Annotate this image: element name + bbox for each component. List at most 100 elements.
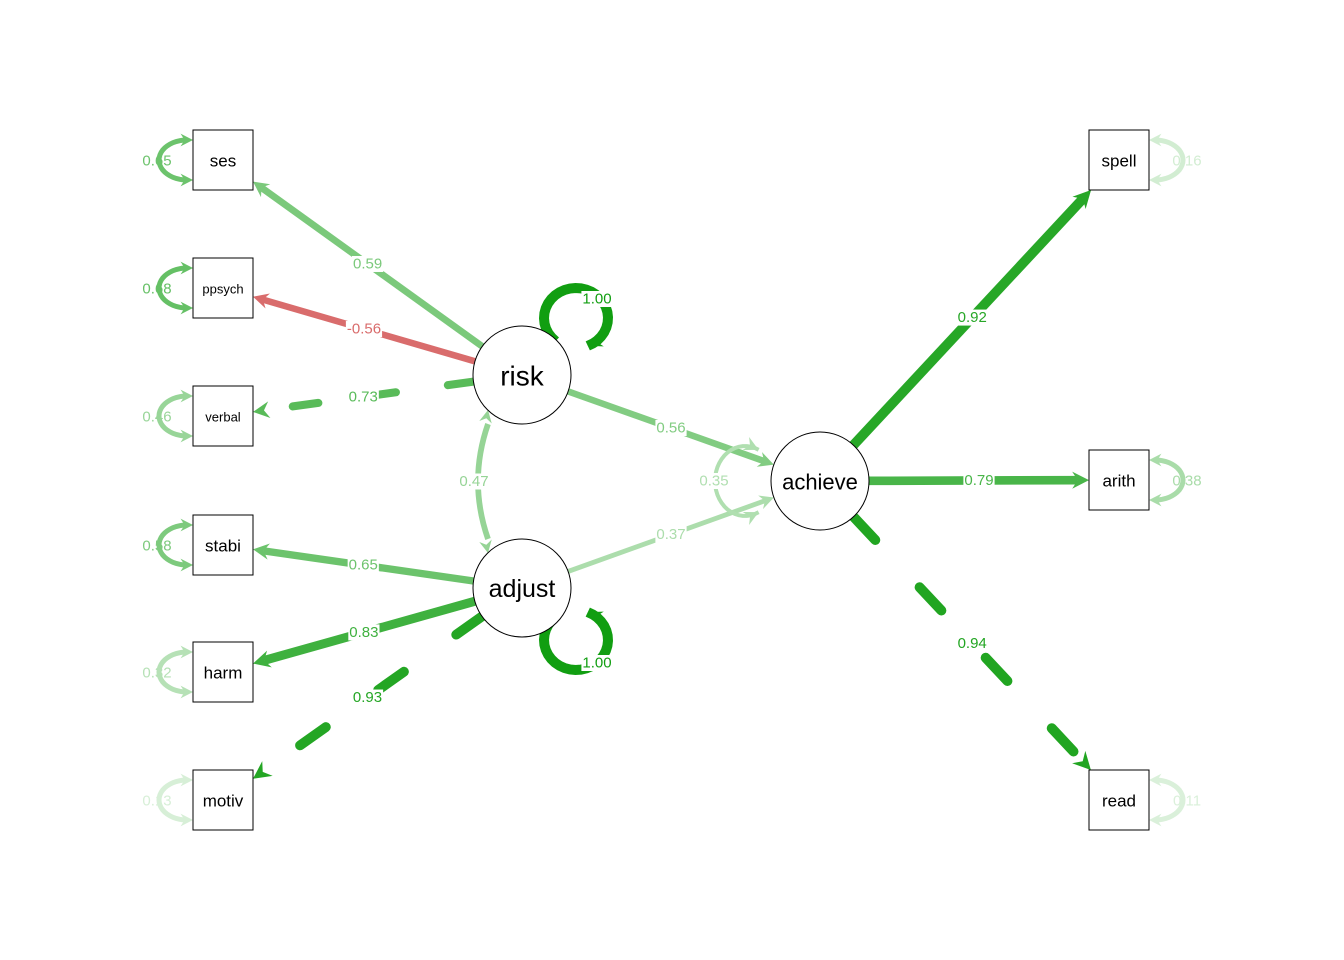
residual-label-spell: 0.16 <box>1172 153 1201 170</box>
loading-label-achieve-read: 0.94 <box>958 635 987 652</box>
loading-label-risk-ses-bg <box>352 255 384 272</box>
regression-arrowhead-adjust-achieve <box>758 495 774 510</box>
residual-loop-read <box>1154 777 1186 823</box>
loading-label-achieve-arith-bg <box>963 472 995 489</box>
residual-arrowhead-ses-top <box>180 133 193 147</box>
latent-node-risk <box>472 325 572 425</box>
observed-node-label-ses: ses <box>210 152 236 171</box>
residual-arrowhead-ses-bottom <box>180 173 193 187</box>
residual-arrowhead-ppsych-top <box>180 261 193 275</box>
residual-loop-ppsych <box>156 265 188 311</box>
regression-label-adjust-achieve-bg <box>655 526 687 543</box>
observed-node-ppsych <box>192 257 254 319</box>
residual-loop-ses <box>156 137 188 183</box>
observed-node-stabi <box>192 514 254 576</box>
residual-arrowhead-arith-bottom <box>1149 493 1162 507</box>
residual-arrowhead-motiv-bottom <box>180 813 193 827</box>
residual-loop-arith <box>1154 457 1186 503</box>
variance-label-adjust-bg <box>581 655 613 671</box>
residual-label-harm: 0.32 <box>142 665 171 682</box>
observed-node-verbal <box>192 385 254 447</box>
regression-label-risk-achieve-bg <box>655 420 687 436</box>
variance-loop-risk <box>538 282 614 351</box>
observed-node-label-verbal: verbal <box>205 410 241 425</box>
observed-node-ses <box>192 129 254 191</box>
edges-layer <box>156 133 1186 827</box>
residual-loop-stabi <box>156 522 188 568</box>
covariance-label-risk-adjust: 0.47 <box>459 473 488 490</box>
loading-label-risk-verbal: 0.73 <box>349 388 378 405</box>
loading-label-achieve-arith: 0.79 <box>964 472 993 489</box>
loading-arrowhead-achieve-read <box>1072 750 1091 770</box>
residual-label-motiv: 0.13 <box>142 793 171 810</box>
regression-arrowhead-risk-achieve <box>756 452 774 467</box>
residual-arrowhead-verbal-bottom <box>180 429 193 443</box>
covariance-arrowhead-risk <box>479 410 492 424</box>
loading-edge-adjust-motiv <box>257 611 487 777</box>
loading-label-risk-verbal-bg <box>347 388 379 405</box>
residual-label-read: 0.11 <box>1173 793 1201 810</box>
loading-label-achieve-spell-bg <box>956 309 988 326</box>
loading-arrowhead-risk-ppsych <box>253 293 270 309</box>
observed-node-label-motiv: motiv <box>203 792 244 811</box>
loading-label-adjust-stabi-bg <box>347 557 379 574</box>
latent-node-label-risk: risk <box>500 361 545 392</box>
observed-node-label-harm: harm <box>204 664 243 683</box>
residual-arrowhead-harm-bottom <box>180 685 193 699</box>
residual-arrowhead-stabi-bottom <box>180 558 193 572</box>
latent-node-achieve <box>770 431 870 531</box>
observed-node-spell <box>1088 129 1150 191</box>
latent-node-adjust <box>472 538 572 638</box>
variance-arrowhead-adjust-start <box>587 611 604 625</box>
loading-label-adjust-motiv-bg <box>351 689 384 706</box>
observed-node-motiv <box>192 769 254 831</box>
observed-node-arith <box>1088 449 1150 511</box>
loading-arrowhead-adjust-harm <box>253 650 272 668</box>
residual-label-arith: 0.38 <box>1172 473 1201 490</box>
observed-node-label-stabi: stabi <box>205 537 241 556</box>
variance-label-adjust: 1.00 <box>582 655 611 672</box>
covariance-label-risk-adjust-bg <box>458 473 490 490</box>
residual-arrowhead-verbal-top <box>180 389 193 403</box>
observed-node-label-arith: arith <box>1102 472 1135 491</box>
residual-label-verbal: 0.46 <box>142 409 171 426</box>
observed-node-label-read: read <box>1102 792 1136 811</box>
loading-arrowhead-adjust-motiv <box>253 761 273 779</box>
observed-node-harm <box>192 641 254 703</box>
loading-arrowhead-risk-verbal <box>253 401 271 418</box>
loading-label-adjust-harm-bg <box>348 624 380 641</box>
regression-label-risk-achieve: 0.56 <box>656 420 685 437</box>
observed-node-label-ppsych: ppsych <box>202 282 243 297</box>
residual-loop-harm <box>156 649 188 695</box>
residual-label-ses: 0.65 <box>142 153 171 170</box>
residual-loop-spell <box>1154 137 1186 183</box>
loading-label-risk-ses: 0.59 <box>353 255 382 272</box>
residual-arrowhead-read-bottom <box>1149 813 1162 827</box>
residual-arrowhead-motiv-top <box>180 773 193 787</box>
variance-label-risk: 1.00 <box>582 291 611 308</box>
loading-label-risk-ppsych: -0.56 <box>347 321 381 338</box>
variance-label-achieve-bg <box>698 473 730 489</box>
latent-node-label-adjust: adjust <box>489 575 556 603</box>
variance-label-risk-bg <box>581 291 613 307</box>
labels-layer: 0.59-0.560.730.650.830.930.920.790.940.5… <box>142 153 1201 810</box>
variance-arrowhead-achieve-start <box>742 436 759 450</box>
loading-arrowhead-achieve-arith <box>1072 471 1089 489</box>
residual-arrowhead-stabi-top <box>180 518 193 532</box>
loading-arrowhead-adjust-stabi <box>253 543 270 560</box>
nodes-layer: ses ppsych verbal stabi harm motiv spell arith r… <box>192 129 1150 831</box>
residual-arrowhead-read-top <box>1149 773 1162 787</box>
loading-label-adjust-motiv: 0.93 <box>353 689 382 706</box>
observed-node-label-spell: spell <box>1102 152 1137 171</box>
variance-label-achieve: 0.35 <box>699 473 728 490</box>
variance-arrowhead-risk-end <box>587 333 604 347</box>
residual-label-stabi: 0.58 <box>142 538 171 555</box>
loading-label-risk-ppsych-bg <box>345 321 383 338</box>
residual-arrowhead-spell-top <box>1149 133 1162 147</box>
loading-label-achieve-read-bg <box>956 635 988 652</box>
loading-label-adjust-stabi: 0.65 <box>349 557 378 574</box>
variance-arrowhead-achieve-end <box>742 512 759 526</box>
observed-node-read <box>1088 769 1150 831</box>
covariance-arrowhead-adjust <box>479 539 492 553</box>
